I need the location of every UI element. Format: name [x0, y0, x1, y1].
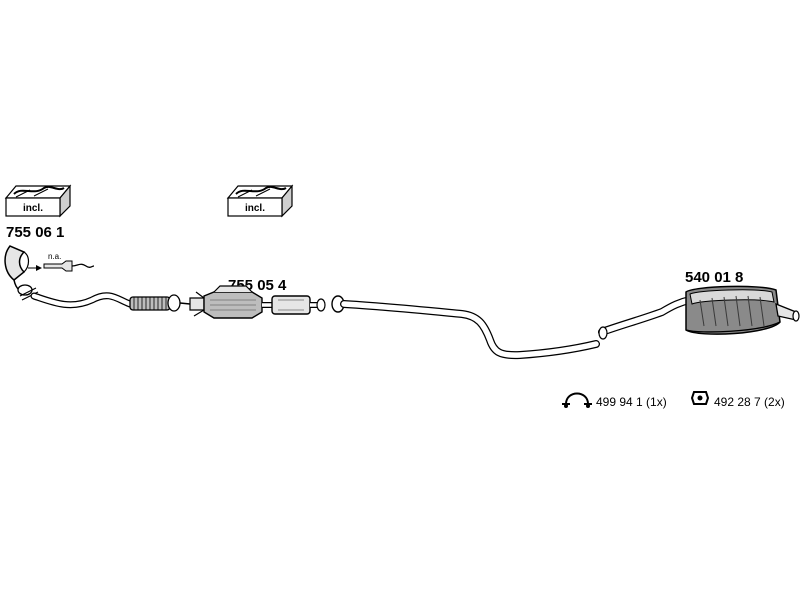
front-manifold-pipe: [4, 245, 134, 309]
centre-pipe: [331, 295, 600, 360]
sensor-note: n.a.: [48, 252, 61, 261]
mounting-kit-box-1: incl.: [4, 184, 72, 218]
part-number-rear-silencer: 540 01 8: [685, 269, 743, 286]
clamp-part-label: 499 94 1 (1x): [596, 395, 667, 409]
flex-pipe-section: [129, 294, 191, 312]
kit-label-1: incl.: [23, 203, 43, 214]
legend-mount: 492 28 7 (2x): [690, 391, 785, 409]
legend-clamp: 499 94 1 (1x): [562, 392, 667, 409]
rubber-mount-icon: [690, 391, 710, 405]
catalytic-converter: [189, 285, 326, 319]
rear-silencer: [598, 285, 800, 340]
mounting-kit-box-2: incl.: [226, 184, 294, 218]
mount-part-label: 492 28 7 (2x): [714, 395, 785, 409]
kit-label-2: incl.: [245, 203, 265, 214]
clamp-icon: [562, 392, 592, 408]
oxygen-sensor: n.a.: [28, 252, 95, 272]
part-number-front-pipe: 755 06 1: [6, 224, 64, 241]
